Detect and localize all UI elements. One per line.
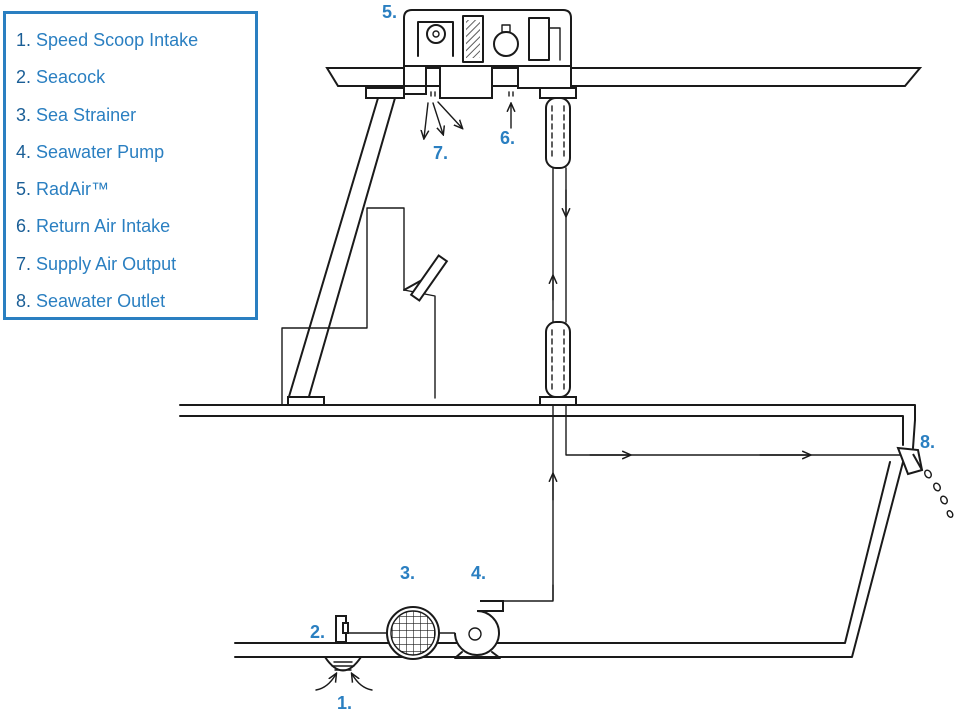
legend-item: 1. Speed Scoop Intake (16, 30, 198, 51)
legend-item-label: RadAir™ (36, 179, 110, 199)
seawater-outlet (896, 446, 954, 518)
legend-item: 2. Seacock (16, 67, 105, 88)
legend-item-number: 2. (16, 67, 32, 87)
callout-seawater-pump: 4. (471, 563, 487, 583)
legend-item: 7. Supply Air Output (16, 254, 176, 275)
legend-item: 3. Sea Strainer (16, 105, 136, 126)
hardtop (287, 67, 923, 406)
legend-item: 4. Seawater Pump (16, 142, 164, 163)
legend-item-label: Supply Air Output (36, 254, 177, 274)
pump-system (335, 584, 554, 660)
return-air-arrow (509, 91, 513, 129)
callout-supply-air: 7. (433, 143, 449, 163)
legend-item: 6. Return Air Intake (16, 216, 170, 237)
legend-item-number: 4. (16, 142, 32, 162)
speed-scoop-intake (315, 656, 373, 691)
legend-item-label: Seawater Outlet (36, 291, 166, 311)
callout-sea-strainer: 3. (400, 563, 416, 583)
supply-air-arrows (424, 91, 462, 138)
legend-item-number: 7. (16, 254, 32, 274)
callout-return-air: 6. (500, 128, 516, 148)
callout-seawater-outlet: 8. (920, 432, 936, 452)
hull (179, 404, 916, 658)
console-structure (281, 207, 449, 405)
callout-radair: 5. (382, 2, 398, 22)
legend-item-label: Sea Strainer (36, 105, 137, 125)
radair-unit (403, 9, 572, 99)
legend-item-number: 8. (16, 291, 32, 311)
legend-item-number: 5. (16, 179, 32, 199)
water-pipes-vertical (545, 97, 901, 601)
legend: 1. Speed Scoop Intake 2. Seacock 3. Sea … (3, 11, 258, 320)
legend-item-label: Seacock (36, 67, 106, 87)
legend-item-number: 1. (16, 30, 32, 50)
callout-speed-scoop: 1. (337, 693, 353, 713)
legend-item: 5. RadAir™ (16, 179, 109, 200)
legend-item-label: Speed Scoop Intake (36, 30, 199, 50)
legend-item: 8. Seawater Outlet (16, 291, 165, 312)
legend-item-label: Seawater Pump (36, 142, 165, 162)
legend-item-number: 3. (16, 105, 32, 125)
legend-item-number: 6. (16, 216, 32, 236)
legend-item-label: Return Air Intake (36, 216, 171, 236)
callout-seacock: 2. (310, 622, 326, 642)
